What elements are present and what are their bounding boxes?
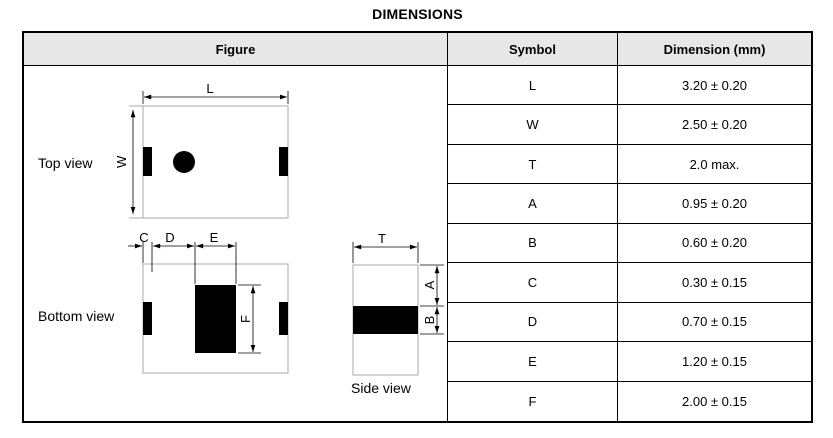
figure-cell: Top view Bottom view Side view L W C D E… [24, 66, 448, 421]
dimension-cell: 0.60 ± 0.20 [618, 224, 811, 264]
dimension-cell: 1.20 ± 0.15 [618, 342, 811, 382]
dimension-cell: 0.95 ± 0.20 [618, 184, 811, 224]
dimension-cell: 0.70 ± 0.15 [618, 303, 811, 343]
symbol-cell: A [448, 184, 618, 224]
top-view-right-terminal [279, 147, 288, 176]
dimension-cell: 2.50 ± 0.20 [618, 105, 811, 145]
bottom-view-label: Bottom view [38, 308, 115, 324]
dimension-cell: 2.00 ± 0.15 [682, 393, 747, 409]
dim-label-A: A [422, 280, 437, 290]
symbol-cell: W [448, 105, 618, 145]
dim-label-F: F [238, 315, 253, 323]
dimension-cell: 0.30 ± 0.15 [618, 263, 811, 303]
dimension-cell: 2.0 max. [618, 145, 811, 185]
dim-label-B: B [422, 315, 437, 325]
dim-label-D: D [165, 230, 175, 245]
symbol-cell: E [448, 342, 618, 382]
top-view-label: Top view [38, 155, 93, 171]
symbol-cell: T [448, 144, 618, 185]
dimension-drawing [128, 91, 444, 376]
dim-label-E: E [209, 230, 219, 245]
side-view-terminal-band [353, 306, 418, 334]
symbol-cell: C [448, 263, 618, 303]
symbol-cell: D [448, 302, 618, 343]
top-view-drawing [129, 91, 289, 219]
symbol-cell: F [448, 381, 618, 421]
page-title: DIMENSIONS [372, 6, 463, 22]
dim-label-C: C [139, 230, 149, 245]
dim-label-L: L [206, 81, 214, 96]
side-view-label: Side view [351, 380, 411, 396]
top-view-left-terminal [143, 147, 152, 176]
symbol-cell: B [448, 223, 618, 264]
dim-label-W: W [114, 155, 129, 168]
dimensions-table: Figure Symbol Dimension (mm) [22, 31, 813, 423]
symbol-cell: L [448, 66, 618, 106]
bottom-view-drawing [128, 242, 289, 374]
top-view-body [142, 105, 289, 219]
bottom-view-left-terminal [143, 302, 152, 335]
header-figure: Figure [24, 33, 448, 66]
bottom-view-center-pad [195, 285, 236, 353]
dim-label-T: T [378, 231, 386, 246]
side-view-drawing [352, 242, 444, 376]
header-dimension: Dimension (mm) [618, 33, 811, 66]
dimension-cell: 3.20 ± 0.20 [618, 66, 811, 106]
top-view-polarity-dot [173, 151, 195, 173]
header-symbol: Symbol [448, 33, 618, 66]
bottom-view-right-terminal [279, 302, 288, 335]
